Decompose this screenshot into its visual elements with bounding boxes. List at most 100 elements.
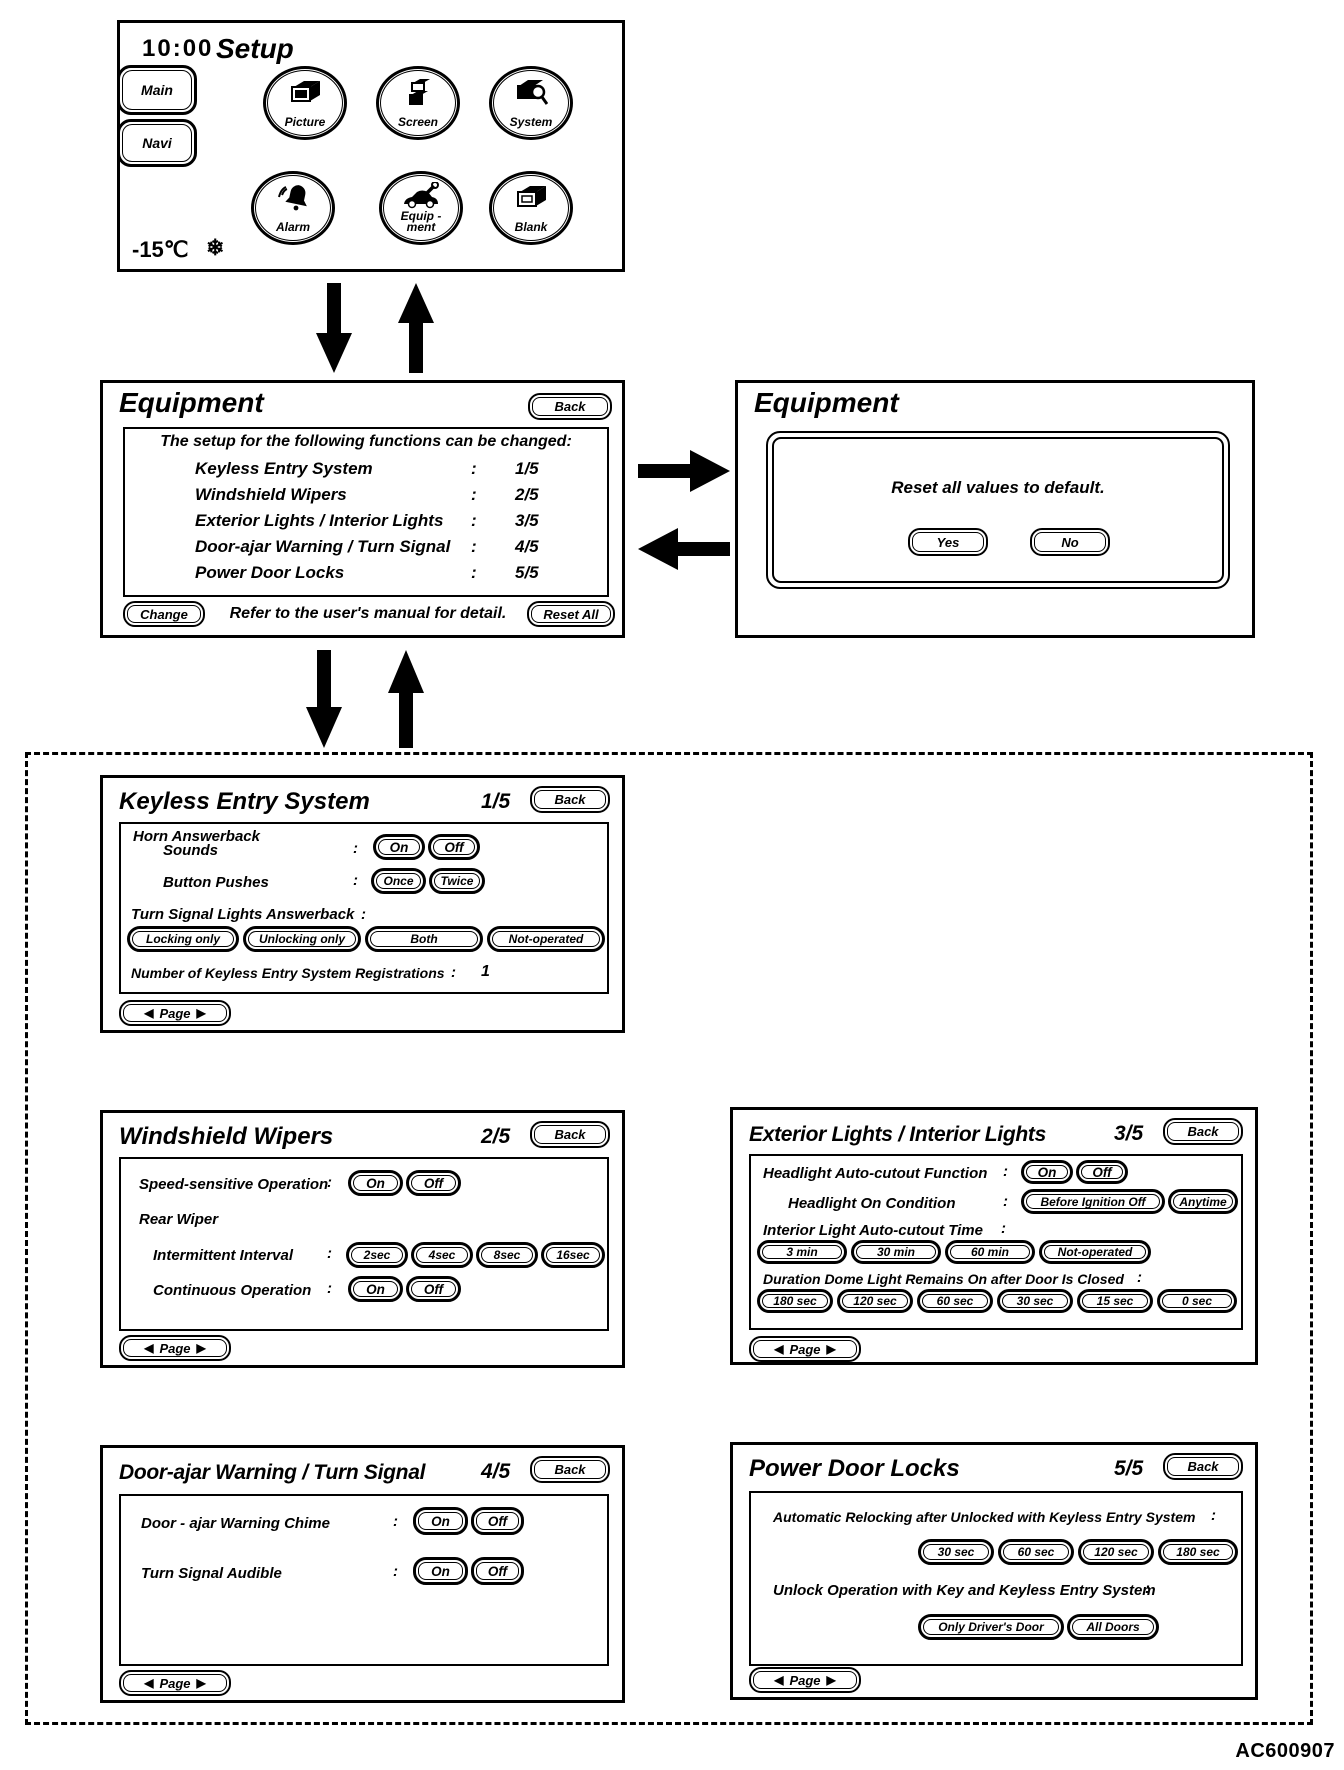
audible-off-button[interactable]: Off	[471, 1557, 524, 1585]
interval-4sec-button[interactable]: 4sec	[411, 1242, 473, 1268]
headlight-cutout-label: Headlight Auto-cutout Function	[763, 1165, 988, 1182]
function-item-value: 1/5	[515, 459, 539, 478]
page-button[interactable]: ◀Page▶	[119, 1000, 231, 1026]
back-button-label: Back	[534, 790, 606, 809]
page-title: Windshield Wipers	[119, 1123, 334, 1150]
screen-button[interactable]: Screen	[376, 66, 460, 140]
page-indicator: 3/5	[1114, 1122, 1144, 1145]
cutout-3min-button[interactable]: 3 min	[757, 1240, 847, 1264]
dome-120sec-button[interactable]: 120 sec	[837, 1289, 913, 1313]
function-item-value: 5/5	[515, 563, 539, 582]
relock-60sec-button[interactable]: 60 sec	[998, 1539, 1074, 1565]
speed-off-button[interactable]: Off	[406, 1170, 461, 1196]
relock-180sec-button[interactable]: 180 sec	[1158, 1539, 1238, 1565]
dome-180sec-button[interactable]: 180 sec	[757, 1289, 833, 1313]
back-button[interactable]: Back	[1163, 1453, 1243, 1480]
system-button[interactable]: System	[489, 66, 573, 140]
auto-relocking-label: Automatic Relocking after Unlocked with …	[773, 1509, 1196, 1525]
chime-on-button[interactable]: On	[413, 1507, 468, 1535]
main-button[interactable]: Main	[117, 65, 197, 115]
interval-2sec-button[interactable]: 2sec	[346, 1242, 408, 1268]
back-button[interactable]: Back	[1163, 1118, 1243, 1145]
relock-30sec-button[interactable]: 30 sec	[918, 1539, 994, 1565]
turn-signal-audible-label: Turn Signal Audible	[141, 1565, 282, 1582]
picture-monitor-icon	[288, 80, 322, 111]
keyless-entry-screen: Keyless Entry System 1/5 Back Horn Answe…	[100, 775, 625, 1033]
interior-cutout-label: Interior Light Auto-cutout Time	[763, 1222, 983, 1239]
flow-arrow-down-icon	[306, 650, 342, 748]
button-pushes-label: Button Pushes	[163, 874, 269, 891]
dome-30sec-button[interactable]: 30 sec	[997, 1289, 1073, 1313]
back-button-label: Back	[1167, 1122, 1239, 1141]
pushes-once-button[interactable]: Once	[371, 868, 426, 894]
colon: :	[353, 840, 358, 857]
back-button[interactable]: Back	[530, 1456, 610, 1483]
no-button[interactable]: No	[1030, 528, 1110, 556]
page-button-label: Page	[789, 1341, 821, 1357]
equipment-button[interactable]: Equip - ment	[379, 171, 463, 245]
dome-0sec-button[interactable]: 0 sec	[1157, 1289, 1237, 1313]
change-button[interactable]: Change	[123, 601, 205, 627]
locking-only-button[interactable]: Locking only	[127, 926, 239, 952]
page-button[interactable]: ◀Page▶	[749, 1667, 861, 1693]
dome-60sec-button[interactable]: 60 sec	[917, 1289, 993, 1313]
back-button-label: Back	[534, 1125, 606, 1144]
continuous-on-button[interactable]: On	[348, 1276, 403, 1302]
page-button[interactable]: ◀Page▶	[119, 1670, 231, 1696]
function-item-label: Door-ajar Warning / Turn Signal	[195, 537, 451, 556]
back-button[interactable]: Back	[530, 786, 610, 813]
audible-on-button[interactable]: On	[413, 1557, 468, 1585]
blank-button[interactable]: Blank	[489, 171, 573, 245]
equipment-screen: Equipment Back The setup for the followi…	[100, 380, 625, 638]
anytime-button[interactable]: Anytime	[1168, 1189, 1238, 1214]
blank-monitor-icon	[514, 185, 548, 216]
speed-on-button[interactable]: On	[348, 1170, 403, 1196]
equipment-button-label: Equip - ment	[400, 209, 442, 234]
screen-stack-icon	[403, 78, 433, 111]
interval-8sec-button[interactable]: 8sec	[476, 1242, 538, 1268]
alarm-bell-icon	[275, 183, 311, 216]
page-button-label: Page	[159, 1005, 191, 1021]
unlocking-only-button[interactable]: Unlocking only	[243, 926, 361, 952]
function-item-value: 4/5	[515, 537, 539, 556]
headlight-cutout-off-button[interactable]: Off	[1076, 1160, 1128, 1184]
relock-120sec-button[interactable]: 120 sec	[1078, 1539, 1154, 1565]
setup-title: Setup	[216, 33, 294, 64]
dome-15sec-button[interactable]: 15 sec	[1077, 1289, 1153, 1313]
page-button[interactable]: ◀Page▶	[749, 1336, 861, 1362]
reset-all-button[interactable]: Reset All	[527, 601, 615, 627]
not-operated-button[interactable]: Not-operated	[487, 926, 605, 952]
equipment-footnote: Refer to the user's manual for detail.	[229, 605, 507, 622]
page-button[interactable]: ◀Page▶	[119, 1335, 231, 1361]
reset-all-button-label: Reset All	[531, 605, 611, 623]
continuous-off-button[interactable]: Off	[406, 1276, 461, 1302]
pushes-twice-button[interactable]: Twice	[429, 868, 485, 894]
figure-code: AC600907	[1235, 1740, 1335, 1762]
interval-16sec-button[interactable]: 16sec	[541, 1242, 605, 1268]
all-doors-button[interactable]: All Doors	[1067, 1614, 1159, 1640]
page-left-icon: ◀	[774, 1342, 784, 1356]
sounds-on-button[interactable]: On	[373, 834, 425, 860]
both-button[interactable]: Both	[365, 926, 483, 952]
function-item-label: Windshield Wipers	[195, 485, 347, 504]
page-title: Power Door Locks	[749, 1455, 960, 1482]
sounds-off-button[interactable]: Off	[428, 834, 480, 860]
cutout-60min-button[interactable]: 60 min	[945, 1240, 1035, 1264]
page-button-label: Page	[159, 1675, 191, 1691]
picture-button[interactable]: Picture	[263, 66, 347, 140]
headlight-cutout-on-button[interactable]: On	[1021, 1160, 1073, 1184]
navi-button[interactable]: Navi	[117, 119, 197, 167]
outside-temperature: -15℃	[132, 237, 189, 262]
back-button[interactable]: Back	[528, 393, 612, 420]
colon: :	[1137, 1269, 1142, 1286]
yes-button-label: Yes	[912, 532, 984, 552]
chime-off-button[interactable]: Off	[471, 1507, 524, 1535]
cutout-30min-button[interactable]: 30 min	[851, 1240, 941, 1264]
before-ignition-off-button[interactable]: Before Ignition Off	[1021, 1189, 1165, 1214]
back-button[interactable]: Back	[530, 1121, 610, 1148]
alarm-button[interactable]: Alarm	[251, 171, 335, 245]
yes-button[interactable]: Yes	[908, 528, 988, 556]
only-drivers-door-button[interactable]: Only Driver's Door	[918, 1614, 1064, 1640]
function-item-label: Exterior Lights / Interior Lights	[195, 511, 444, 530]
cutout-not-operated-button[interactable]: Not-operated	[1039, 1240, 1151, 1264]
